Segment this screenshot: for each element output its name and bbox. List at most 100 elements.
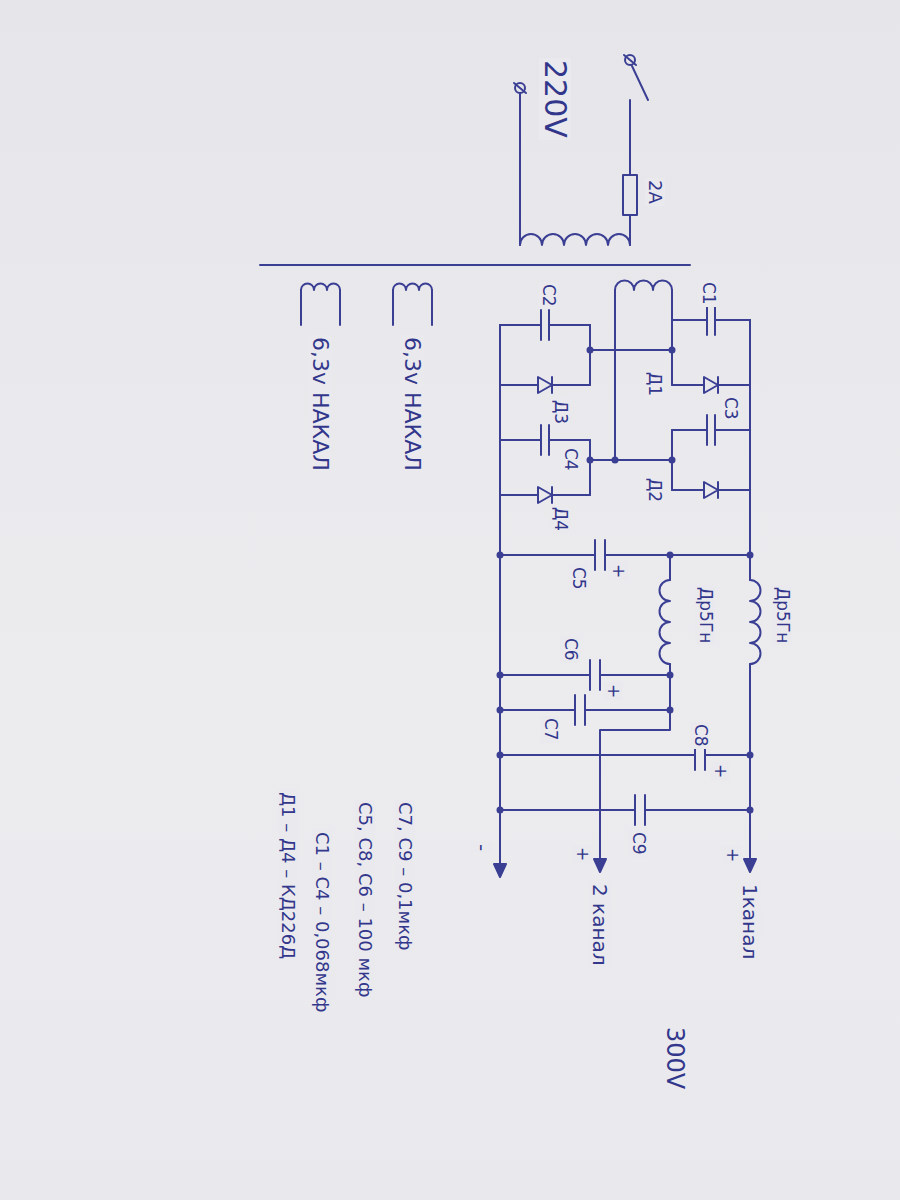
junction-dot-part (497, 807, 504, 814)
bridge-rectifier-part (672, 430, 750, 490)
polarity-mark: + (723, 846, 742, 864)
bridge-rectifier-part (500, 310, 590, 340)
filter-wiring-part (600, 664, 670, 862)
filter-wiring-part (750, 580, 761, 664)
part-name: С4 (561, 446, 580, 473)
parts-note: С7, С9 – 0,1мкф (395, 800, 415, 952)
junction-dot-part (497, 672, 504, 679)
bridge-rectifier-part (672, 482, 750, 498)
secondary-winding-part (671, 290, 673, 320)
junction-dot-part (667, 552, 674, 559)
junction-dot-part (669, 347, 676, 354)
part-name: Д3 (551, 398, 570, 426)
mains-input-part (519, 93, 521, 245)
transformer-core (260, 264, 690, 266)
heater-winding-part (301, 284, 340, 291)
filter-wiring-part (749, 320, 751, 580)
junction-dot-part (612, 457, 619, 464)
polarity-mark: + (604, 682, 623, 700)
secondary-winding (615, 281, 672, 461)
junction-dot-part (497, 752, 504, 759)
filter-wiring-part (669, 555, 671, 580)
transformer-core-part (260, 264, 690, 266)
part-name: С1 (699, 280, 718, 307)
filter-wiring-part (660, 580, 671, 664)
bridge-rectifier-part (672, 377, 750, 393)
filter-wiring-part (749, 664, 751, 862)
filter-wiring (500, 320, 761, 867)
bridge-rectifier-part (704, 377, 718, 393)
secondary-winding-part (615, 281, 672, 291)
junction-dot-part (747, 752, 754, 759)
winding-label: 6,3v НАКАЛ (308, 335, 332, 473)
junction-dot-part (667, 707, 674, 714)
output-arrow-part (594, 859, 606, 872)
bridge-rectifier-part (500, 440, 590, 495)
primary-winding (520, 234, 630, 245)
junction-dot-part (747, 552, 754, 559)
bridge-rectifier-part (672, 320, 750, 385)
output-name: 2 канал (589, 882, 611, 968)
bridge-rectifier-part (500, 487, 590, 503)
part-name: Д1 (645, 370, 664, 398)
heater-winding-part (301, 290, 340, 325)
mains-input-part (632, 66, 648, 100)
junction-dot (497, 347, 754, 814)
output-name: 1канал (739, 882, 761, 961)
part-name: С7 (541, 716, 560, 743)
heater-winding (301, 284, 432, 326)
mains-input (514, 55, 648, 245)
bridge-rectifier-part (590, 459, 672, 461)
bridge-rectifier-part (590, 349, 672, 351)
part-name: С8 (691, 722, 710, 749)
filter-wiring-part (500, 695, 670, 725)
polarity-mark: + (711, 762, 730, 780)
junction-dot-part (587, 347, 594, 354)
bridge-rectifier-part (538, 487, 552, 503)
heater-winding-part (393, 290, 432, 325)
polarity-mark: + (609, 562, 628, 580)
winding-label: 6,3v НАКАЛ (400, 335, 424, 473)
polarity-mark: - (471, 842, 493, 853)
mains-input-part (625, 55, 635, 65)
bridge-rectifier-part (704, 482, 718, 498)
junction-dot-part (667, 672, 674, 679)
part-name: С3 (721, 395, 740, 422)
bridge-rectifier (500, 305, 750, 503)
voltage-label: 300V (662, 1025, 688, 1091)
mains-input-part (514, 83, 526, 93)
part-name: С9 (629, 830, 648, 857)
bridge-rectifier-part (500, 325, 590, 385)
filter-wiring-part (499, 325, 501, 867)
mains-input-part (623, 175, 637, 215)
filter-wiring-part (500, 660, 670, 690)
part-name: Др5Гн (773, 585, 792, 645)
mains-input-part (629, 100, 631, 175)
part-name: С5 (569, 565, 588, 592)
part-name: Др5Гн (696, 585, 715, 645)
primary-winding-part (520, 234, 630, 245)
junction-dot-part (587, 457, 594, 464)
part-name: Д2 (645, 476, 664, 504)
output-arrow-part (744, 859, 756, 872)
part-name: С2 (539, 282, 558, 309)
parts-note: С1 – С4 – 0,068мкф (312, 830, 332, 1014)
junction-dot-part (497, 552, 504, 559)
part-name: С6 (561, 636, 580, 663)
filter-wiring-part (500, 795, 750, 825)
parts-note: С5, С8, С6 – 100 мкф (355, 800, 375, 999)
junction-dot-part (669, 457, 676, 464)
mains-input-part (624, 55, 636, 65)
fuse-rating: 2A (645, 178, 665, 206)
junction-dot-part (497, 707, 504, 714)
output-arrow-part (494, 864, 506, 877)
bridge-rectifier-part (500, 377, 590, 393)
heater-winding-part (393, 284, 432, 291)
mains-input-part (515, 83, 525, 93)
part-name: Д4 (551, 505, 570, 533)
bridge-rectifier-part (538, 377, 552, 393)
voltage-label: 220V (539, 58, 571, 140)
parts-note: Д1 – Д4 – КД226Д (278, 790, 298, 961)
